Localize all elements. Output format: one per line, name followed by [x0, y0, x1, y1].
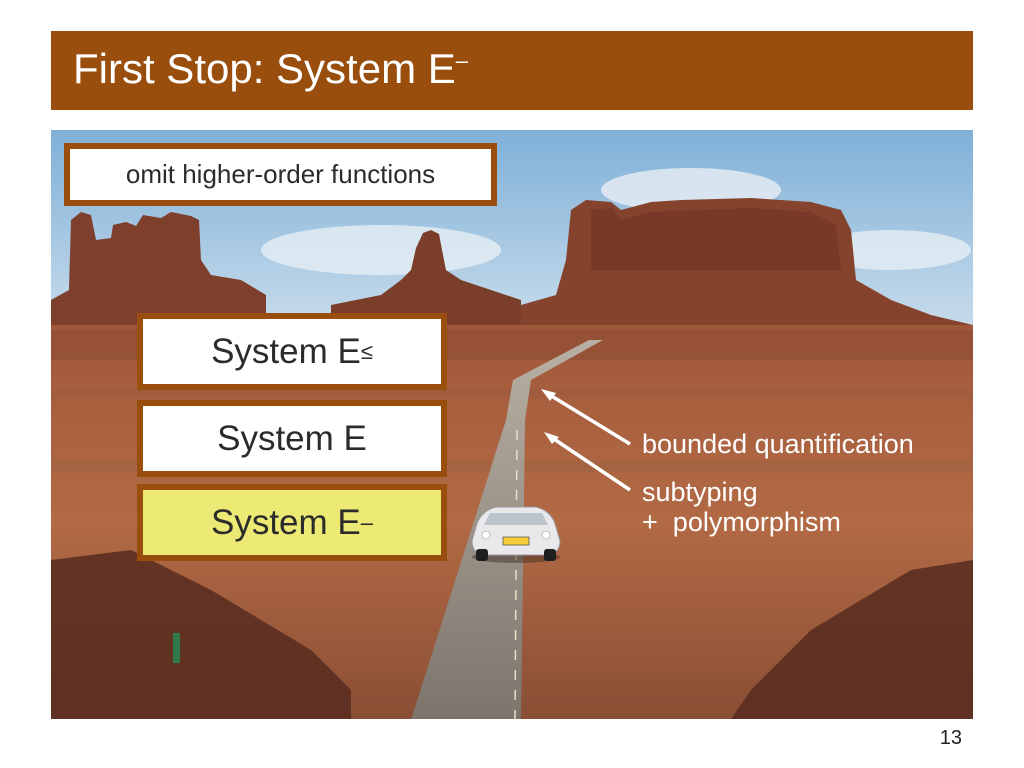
system-e-le-label: System E	[211, 331, 361, 371]
omit-box: omit higher-order functions	[64, 143, 497, 206]
slide-title-text: First Stop: System E	[73, 45, 456, 92]
system-e-label: System E	[217, 418, 367, 458]
subtyping-annotation: subtyping	[642, 477, 758, 507]
system-e-minus-label: System E	[210, 502, 361, 542]
system-e-box: System E	[137, 400, 447, 477]
car-icon	[471, 506, 561, 563]
title-bar: First Stop: System E–	[51, 31, 973, 110]
plus-sign: +	[642, 507, 658, 537]
bounded-quantification-annotation: bounded quantification	[642, 429, 914, 459]
polymorphism-annotation: + polymorphism	[642, 508, 841, 536]
slide-title-superscript: –	[455, 48, 469, 73]
system-e-minus-box: System E–	[137, 484, 447, 561]
page-number: 13	[939, 727, 962, 749]
polymorphism-text: polymorphism	[672, 507, 841, 537]
omit-box-label: omit higher-order functions	[125, 159, 436, 189]
slide-title: First Stop: System E–	[73, 41, 468, 97]
system-e-le-box: System E≤	[137, 313, 447, 390]
